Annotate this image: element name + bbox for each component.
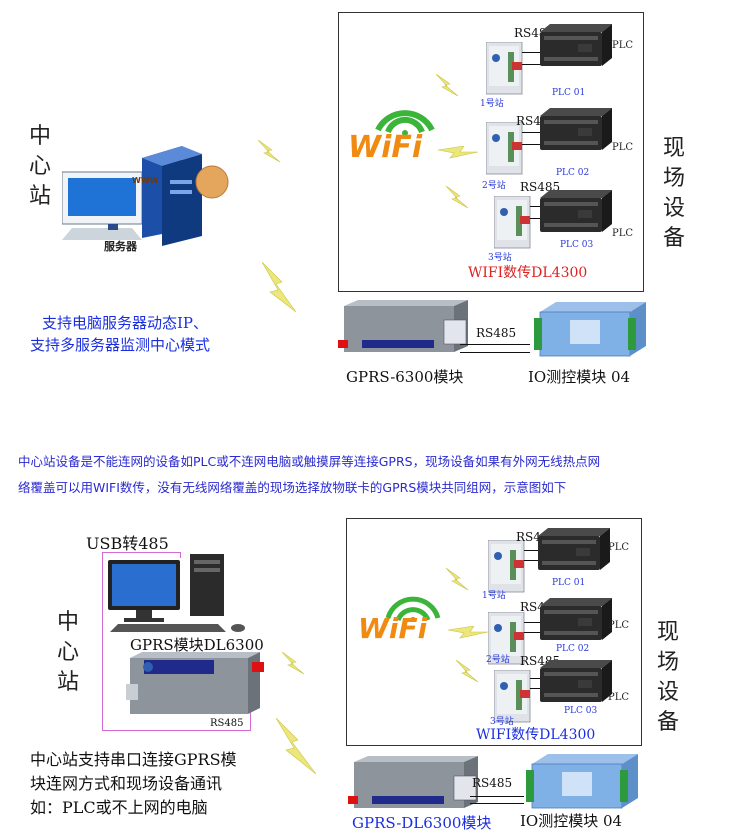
connection-line (102, 730, 250, 731)
wireless-signal-icon (446, 186, 469, 209)
io-module (534, 301, 646, 357)
rs485-wire (524, 560, 546, 561)
field-device-label: 现场设备 (656, 620, 679, 735)
plc-label: PLC (608, 542, 630, 553)
gprs-6300-module (338, 300, 469, 353)
rs485-label: RS485 (472, 776, 513, 790)
plc-name: PLC 01 (552, 578, 586, 588)
wireless-signal-icon (446, 568, 469, 591)
io-module-label: IO测控模块 04 (528, 368, 631, 386)
gprs-dl6300-field-module (348, 756, 479, 809)
plc-device (538, 528, 610, 570)
rs485-wire (522, 64, 552, 65)
io-module-label: IO测控模块 04 (520, 812, 623, 830)
plc-name: PLC 03 (560, 240, 594, 250)
io-module (526, 753, 638, 809)
usb-485-label: USB转485 (86, 534, 169, 553)
center-note-line1: 中心站支持串口连接GPRS模 (30, 750, 237, 769)
gprs-dl6300-caption: GPRS模块DL6300 (130, 636, 264, 654)
wireless-signal-icon (276, 718, 317, 775)
rs485-wire (530, 688, 548, 689)
plc-label: PLC (608, 620, 630, 631)
gprs-module-label: GPRS-DL6300模块 (352, 814, 492, 832)
rs485-pc-label: RS485 (210, 718, 244, 729)
wifi-logo-text: WiFi (348, 130, 423, 165)
wifi-module-label: WIFI数传DL4300 (468, 265, 588, 281)
rs485-wire (530, 678, 548, 679)
plc-name: PLC 01 (552, 88, 586, 98)
center-station-label: 中心站 (56, 610, 79, 695)
connection-line (180, 552, 181, 558)
wifi-logo-text: WiFi (358, 612, 428, 645)
server-caption: 服务器 (104, 240, 137, 253)
wifi-module-label: WIFI数传DL4300 (476, 727, 596, 743)
connection-line (250, 706, 251, 731)
station-label: 3号站 (490, 717, 514, 727)
plc-name: PLC 02 (556, 168, 590, 178)
dl4300-module (486, 42, 523, 95)
station-label: 1号站 (482, 591, 506, 601)
rs485-wire (460, 352, 530, 353)
station-label: 3号站 (488, 253, 512, 263)
field-device-label: 现场设备 (662, 136, 685, 251)
plc-name: PLC 03 (564, 706, 598, 716)
rs485-wire (524, 622, 546, 623)
wireless-signal-icon (262, 262, 297, 313)
gprs-module-label: GPRS-6300模块 (346, 368, 464, 386)
plc-device (540, 108, 612, 150)
plc-name: PLC 02 (556, 644, 590, 654)
rs485-wire (460, 344, 530, 345)
connection-line (102, 552, 103, 730)
www-label: WWW (132, 176, 159, 185)
wireless-signal-icon (436, 74, 459, 97)
center-note-line2: 块连网方式和现场设备通讯 (30, 774, 223, 793)
server-illustration (62, 146, 229, 246)
rs485-label: RS485 (476, 326, 517, 340)
plc-device (540, 598, 612, 640)
connection-line (102, 552, 180, 553)
plc-device (540, 24, 612, 66)
station-label: 2号站 (486, 655, 510, 665)
wireless-signal-icon (448, 626, 488, 639)
station-label: 1号站 (480, 99, 504, 109)
rs485-wire (522, 52, 552, 53)
center-station-label: 中心站 (28, 124, 51, 209)
rs485-wire (470, 796, 524, 797)
plc-label: PLC (612, 40, 634, 51)
plc-label: PLC (612, 228, 634, 239)
dl4300-module (486, 122, 523, 175)
rs485-wire (522, 144, 552, 145)
server-note-line2: 支持多服务器监测中心模式 (30, 336, 211, 354)
server-note-line1: 支持电脑服务器动态IP、 (42, 314, 209, 332)
dl4300-module (494, 196, 531, 249)
wireless-signal-icon (456, 660, 479, 683)
wireless-signal-icon (438, 146, 478, 159)
description-line1: 中心站设备是不能连网的设备如PLC或不连网电脑或触摸屏等连接GPRS，现场设备如… (18, 454, 601, 469)
plc-device (540, 190, 612, 232)
wireless-signal-icon (258, 140, 281, 163)
center-note-line3: 如：PLC或不上网的电脑 (30, 798, 208, 817)
plc-label: PLC (608, 692, 630, 703)
rs485-wire (524, 550, 546, 551)
station-label: 2号站 (482, 181, 506, 191)
rs485-wire (522, 132, 552, 133)
wireless-signal-icon (282, 652, 305, 675)
wifi-signal-icon (375, 110, 435, 136)
wifi-signal-icon (385, 596, 441, 622)
description-line2: 络覆盖可以用WIFI数传，没有无线网络覆盖的现场选择放物联卡的GPRS模块共同组… (18, 480, 567, 495)
plc-label: PLC (612, 142, 634, 153)
rs485-wire (524, 632, 546, 633)
gprs-dl6300-module (126, 652, 264, 714)
desktop-pc (108, 554, 245, 632)
rs485-wire (470, 803, 524, 804)
plc-device (540, 660, 612, 702)
